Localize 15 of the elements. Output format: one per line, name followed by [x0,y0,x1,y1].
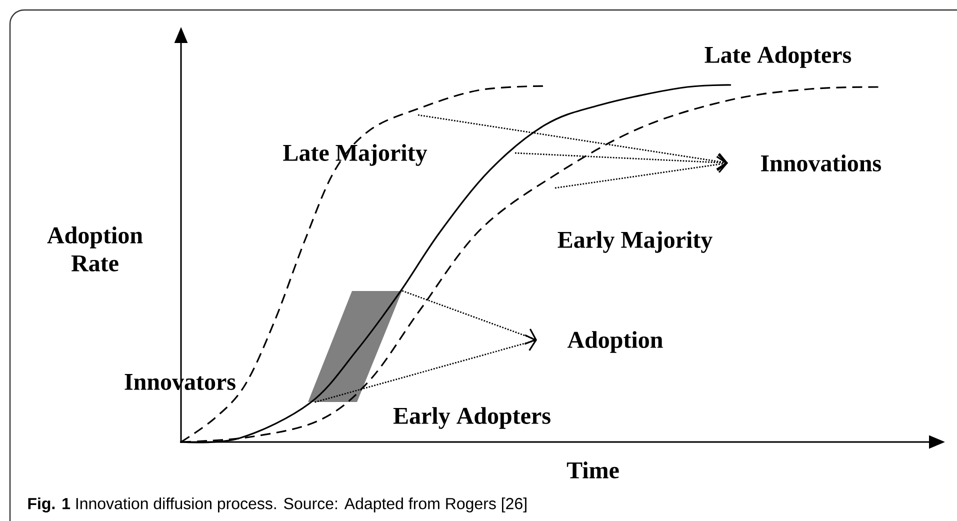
innovations-label: Innovations [761,154,881,172]
dotted-arrow [514,152,728,172]
axis-label: Adoption Rate [47,226,143,272]
curve-label: Late Majority [283,144,428,166]
caption: Fig. 1 Innovation diffusion process. Source: Adapted from Rogers [26] [28,498,526,512]
curve-label: Early Majority [558,231,712,253]
dotted-arrow [554,156,728,189]
curve-label: Early Adopters [393,407,550,429]
adoption-label: Adoption [567,331,663,353]
dotted-arrow [418,114,728,170]
dotted-arrow [314,334,537,403]
axis-label: Time [566,462,619,478]
shaded-parallelogram [308,291,402,402]
curve-label: Late Adopters [704,46,852,68]
dotted-arrow [402,290,538,345]
